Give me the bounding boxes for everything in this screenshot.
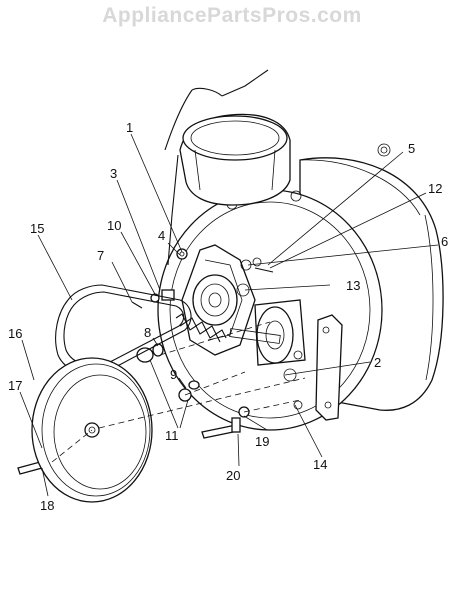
callout-11: 11 <box>165 428 179 443</box>
impeller-shaft-hub <box>229 299 343 421</box>
discharge-chute <box>164 69 291 266</box>
callout-19: 19 <box>255 434 269 449</box>
callout-5: 5 <box>408 141 415 156</box>
callout-labels: 1 2 3 4 5 6 7 8 9 10 11 12 13 14 15 16 1… <box>8 120 448 513</box>
callout-16: 16 <box>8 326 22 341</box>
callout-17: 17 <box>8 378 22 393</box>
callout-13: 13 <box>346 278 360 293</box>
callout-20: 20 <box>226 468 240 483</box>
watermark: AppliancePartsPros.com <box>102 4 362 27</box>
spring <box>175 313 227 343</box>
callout-3: 3 <box>110 166 117 181</box>
leader-lines <box>19 133 439 497</box>
callout-10: 10 <box>107 218 121 233</box>
callout-18: 18 <box>40 498 54 513</box>
v-belt <box>55 284 192 375</box>
callout-8: 8 <box>144 325 151 340</box>
callout-7: 7 <box>97 248 104 263</box>
callout-2: 2 <box>374 355 381 370</box>
callout-12: 12 <box>428 181 442 196</box>
callout-1: 1 <box>126 120 133 135</box>
callout-9: 9 <box>170 367 177 382</box>
alignment-lines <box>51 321 306 463</box>
callout-14: 14 <box>313 457 327 472</box>
callout-4: 4 <box>158 228 165 243</box>
callout-15: 15 <box>30 221 44 236</box>
callout-6: 6 <box>441 234 448 249</box>
